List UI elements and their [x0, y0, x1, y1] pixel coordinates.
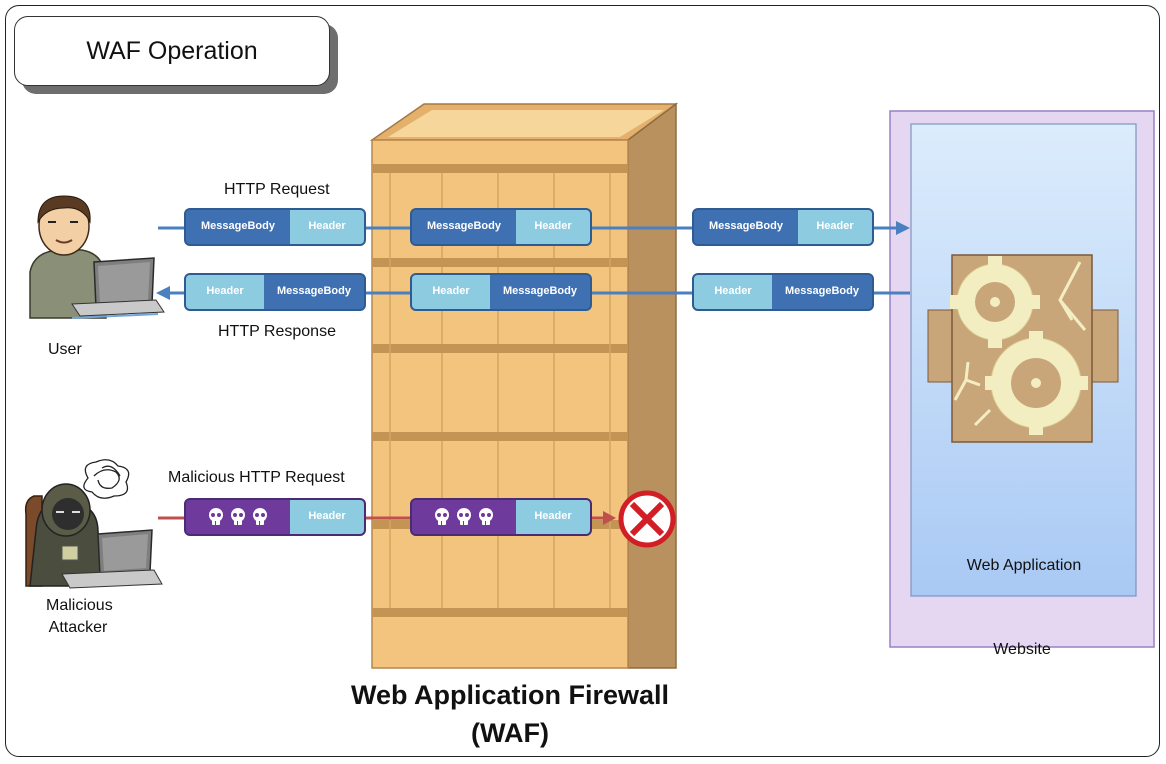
attacker-label-line1: Malicious: [46, 597, 113, 614]
attacker-icon: [24, 459, 163, 589]
packet-header: Header: [186, 275, 264, 309]
packet-header: Header: [516, 210, 590, 244]
skull-icon: [479, 508, 493, 525]
skull-icon: [457, 508, 471, 525]
blocked-icon: [618, 490, 676, 548]
waf-label-line2: (WAF): [471, 718, 549, 748]
malicious-payload: [412, 500, 516, 534]
packet-header: Header: [412, 275, 490, 309]
malicious-packet-attacker: Header: [184, 498, 366, 536]
firewall-cabinet: [369, 102, 679, 669]
malicious-request-label: Malicious HTTP Request: [168, 469, 345, 486]
malicious-payload: [186, 500, 290, 534]
skull-icon: [435, 508, 449, 525]
packet-header: Header: [694, 275, 772, 309]
http-response-label: HTTP Response: [218, 323, 336, 340]
user-label: User: [48, 341, 82, 358]
skull-icon: [209, 508, 223, 525]
packet-header: Header: [516, 500, 590, 534]
skull-icon: [231, 508, 245, 525]
web-application-label: Web Application: [966, 557, 1082, 574]
response-arrowhead: [156, 286, 170, 300]
gears-icon: [927, 254, 1119, 443]
website-label: Website: [993, 641, 1051, 658]
diagram-title: WAF Operation: [14, 16, 330, 86]
user-icon: [29, 195, 165, 319]
attacker-label-line2: Attacker: [48, 619, 108, 636]
malicious-arrowhead: [603, 511, 616, 525]
waf-label-line1: Web Application Firewall: [350, 680, 670, 710]
malicious-packet-waf: Header: [410, 498, 592, 536]
packet-header: Header: [798, 210, 872, 244]
packet-header: Header: [290, 210, 364, 244]
http-request-label: HTTP Request: [224, 181, 330, 198]
packet-header: Header: [290, 500, 364, 534]
request-arrowhead: [896, 221, 910, 235]
skull-icon: [253, 508, 267, 525]
waf-label: Web Application Firewall (WAF): [300, 676, 720, 752]
